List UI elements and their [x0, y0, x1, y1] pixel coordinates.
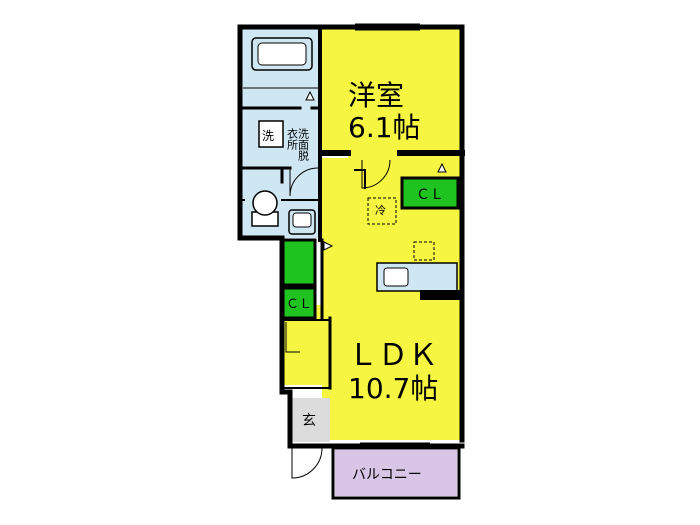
laundry-label: 洗: [262, 129, 274, 143]
fridge-space: [367, 197, 397, 225]
toilet-bowl: [252, 190, 278, 216]
wall-bath-block: [237, 24, 323, 241]
closet-label-western: ＣＬ: [416, 187, 444, 203]
closet-hall-upper: [281, 238, 317, 287]
balcony-label: バルコニー: [352, 467, 422, 483]
door-western: [361, 159, 391, 189]
entrance-label: 玄: [302, 412, 316, 429]
balcony-frame: [331, 446, 461, 500]
ldk-floor: [322, 153, 460, 440]
ldk-name: ＬＤＫ: [348, 338, 438, 373]
closet-western: [400, 176, 460, 210]
washroom-label-1: 洗面脱: [297, 128, 310, 161]
door-entrance: [291, 447, 323, 479]
door-bath: [289, 167, 319, 197]
balcony-floor: [335, 450, 457, 496]
fridge-label: 冷: [375, 204, 386, 217]
wall-outer-right: [317, 24, 465, 443]
western-room-name: 洋室: [348, 79, 404, 112]
washer-pan: [258, 120, 284, 148]
western-room-size: 6.1帖: [348, 111, 421, 144]
western-room-floor: [320, 27, 460, 153]
washroom-label-2: 衣所: [286, 127, 299, 151]
ldk-size: 10.7帖: [348, 372, 438, 405]
range-hood: [413, 241, 435, 261]
wall-hall-left: [279, 235, 293, 449]
closet-label-hall: ＣＬ: [286, 297, 312, 312]
entrance-floor: [290, 398, 330, 442]
door-hall-closet: [285, 322, 300, 353]
